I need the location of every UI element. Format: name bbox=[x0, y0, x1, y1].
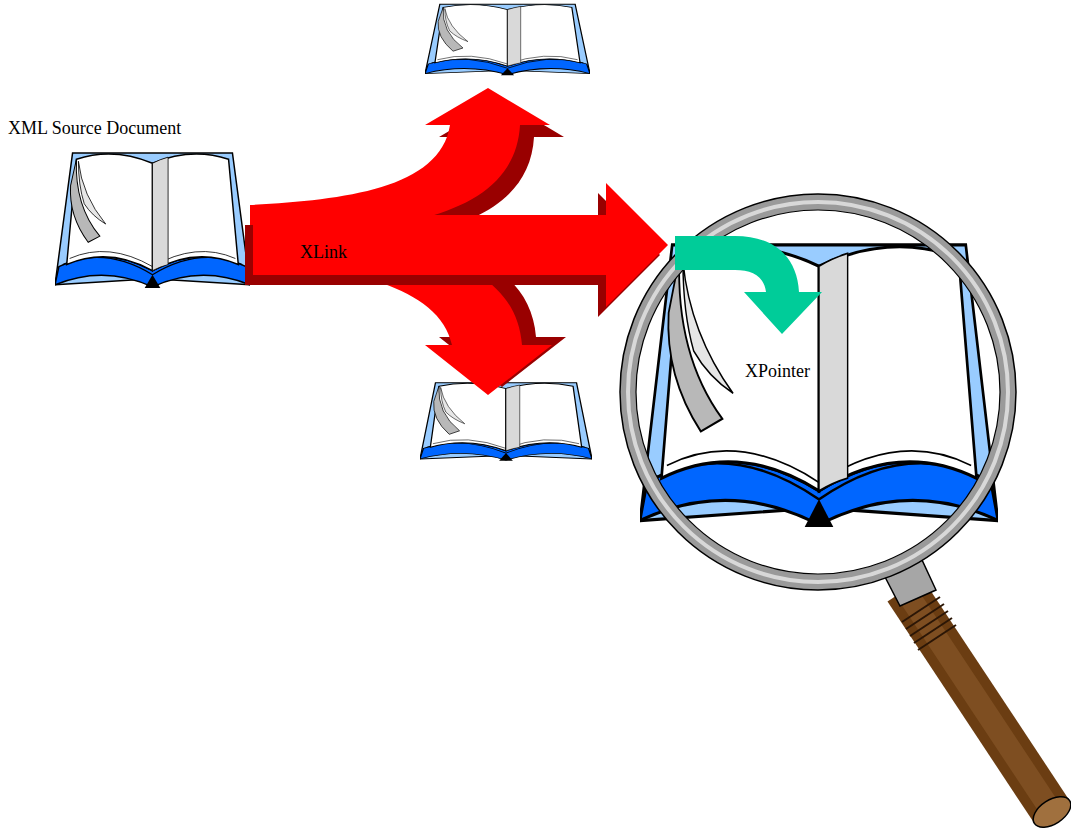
foreground bbox=[675, 236, 822, 334]
link-arrow bbox=[253, 183, 668, 307]
ring-outline bbox=[636, 210, 1000, 574]
target-book bbox=[420, 383, 592, 461]
magnifier-handle bbox=[905, 590, 1052, 812]
ring-outline bbox=[620, 194, 1016, 590]
pointer-arrow bbox=[675, 236, 822, 334]
ring-highlight bbox=[628, 202, 1008, 582]
source-book bbox=[55, 153, 250, 288]
magnifier-lens bbox=[628, 202, 1008, 582]
illustration bbox=[55, 4, 1071, 833]
source-document-node: XML Source Document bbox=[8, 118, 253, 300]
link-arrow bbox=[250, 88, 550, 232]
magnified-book bbox=[640, 245, 998, 527]
edge-label: XLink bbox=[300, 242, 347, 262]
handle-end bbox=[1028, 790, 1071, 833]
handle-highlight bbox=[905, 590, 1052, 812]
connector-layer bbox=[245, 183, 668, 317]
target-book bbox=[425, 4, 590, 75]
node-text: XPointer bbox=[745, 361, 810, 381]
node-text: XML Source Document bbox=[8, 118, 181, 138]
handle-grooves bbox=[902, 597, 956, 650]
magnifier-ring bbox=[628, 202, 1008, 582]
magnified-document-node: XPointer bbox=[668, 235, 995, 545]
